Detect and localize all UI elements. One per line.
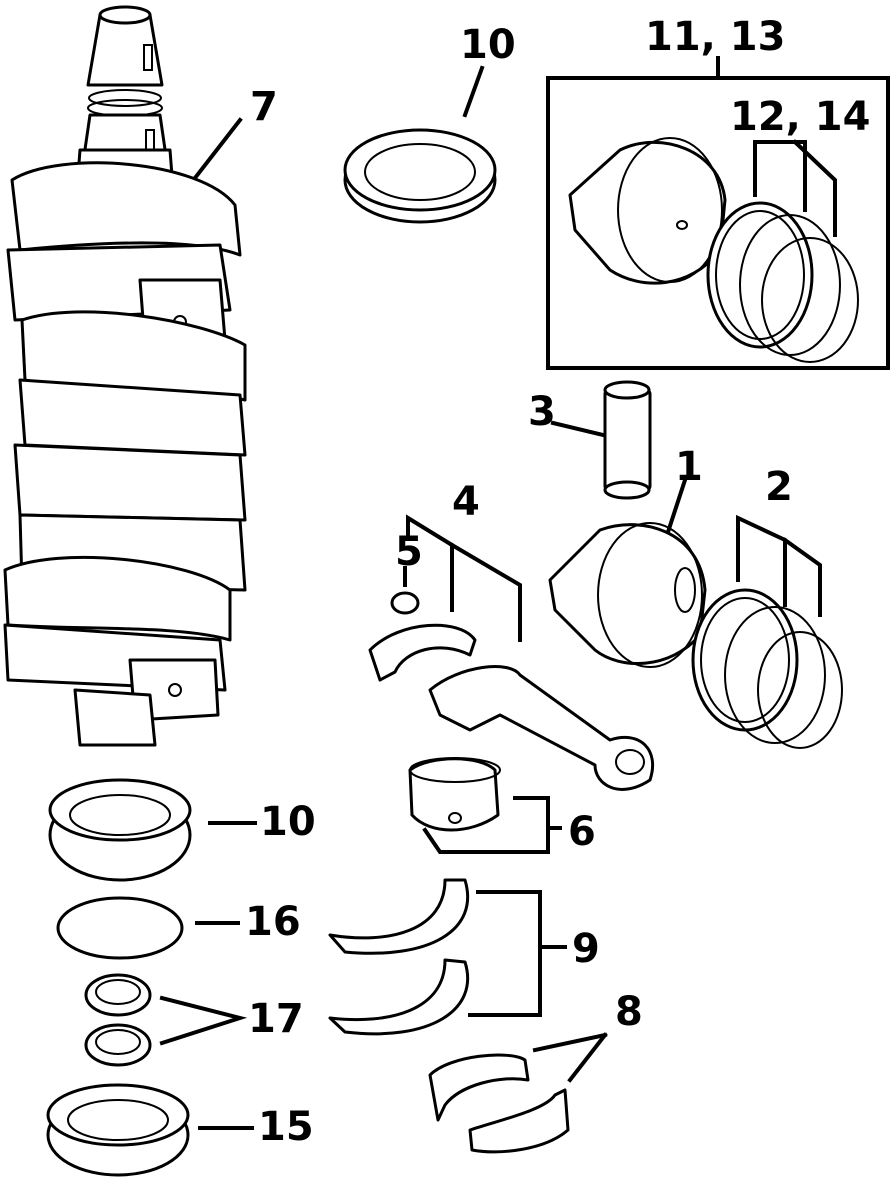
callout-10-bottom: 10 [260, 799, 316, 845]
callout-4: 4 [452, 479, 480, 525]
callout-15: 15 [258, 1104, 314, 1150]
thrust-washer-lower [328, 958, 470, 1036]
main-bearing [428, 1053, 570, 1154]
callout-3: 3 [528, 389, 556, 435]
piston [548, 522, 707, 668]
crankshaft [3, 5, 247, 747]
seal-top [343, 128, 497, 224]
leader-lines [159, 56, 837, 1130]
callout-9: 9 [572, 926, 600, 972]
piston-kit-rings [706, 201, 859, 363]
bearing-lower [84, 1023, 152, 1067]
seal-15 [46, 1083, 190, 1177]
seal-bottom [48, 778, 192, 882]
callout-1: 1 [675, 444, 703, 490]
callout-7: 7 [250, 84, 278, 130]
callout-10-top: 10 [460, 22, 516, 68]
thrust-washer-upper [328, 878, 470, 955]
callout-6: 6 [568, 809, 596, 855]
piston-rings [691, 588, 843, 749]
o-ring [56, 896, 184, 960]
callout-11-13: 11, 13 [645, 14, 785, 60]
connecting-rod [368, 591, 655, 791]
rod-bearing [408, 757, 501, 832]
piston-pin [603, 380, 652, 500]
callout-12-14: 12, 14 [730, 94, 870, 140]
callout-17: 17 [248, 996, 304, 1042]
callout-8: 8 [615, 989, 643, 1035]
callout-2: 2 [765, 464, 793, 510]
piston-kit-piston [568, 137, 727, 285]
callout-16: 16 [245, 899, 301, 945]
bearing-upper [84, 973, 152, 1017]
callout-5: 5 [395, 529, 423, 575]
